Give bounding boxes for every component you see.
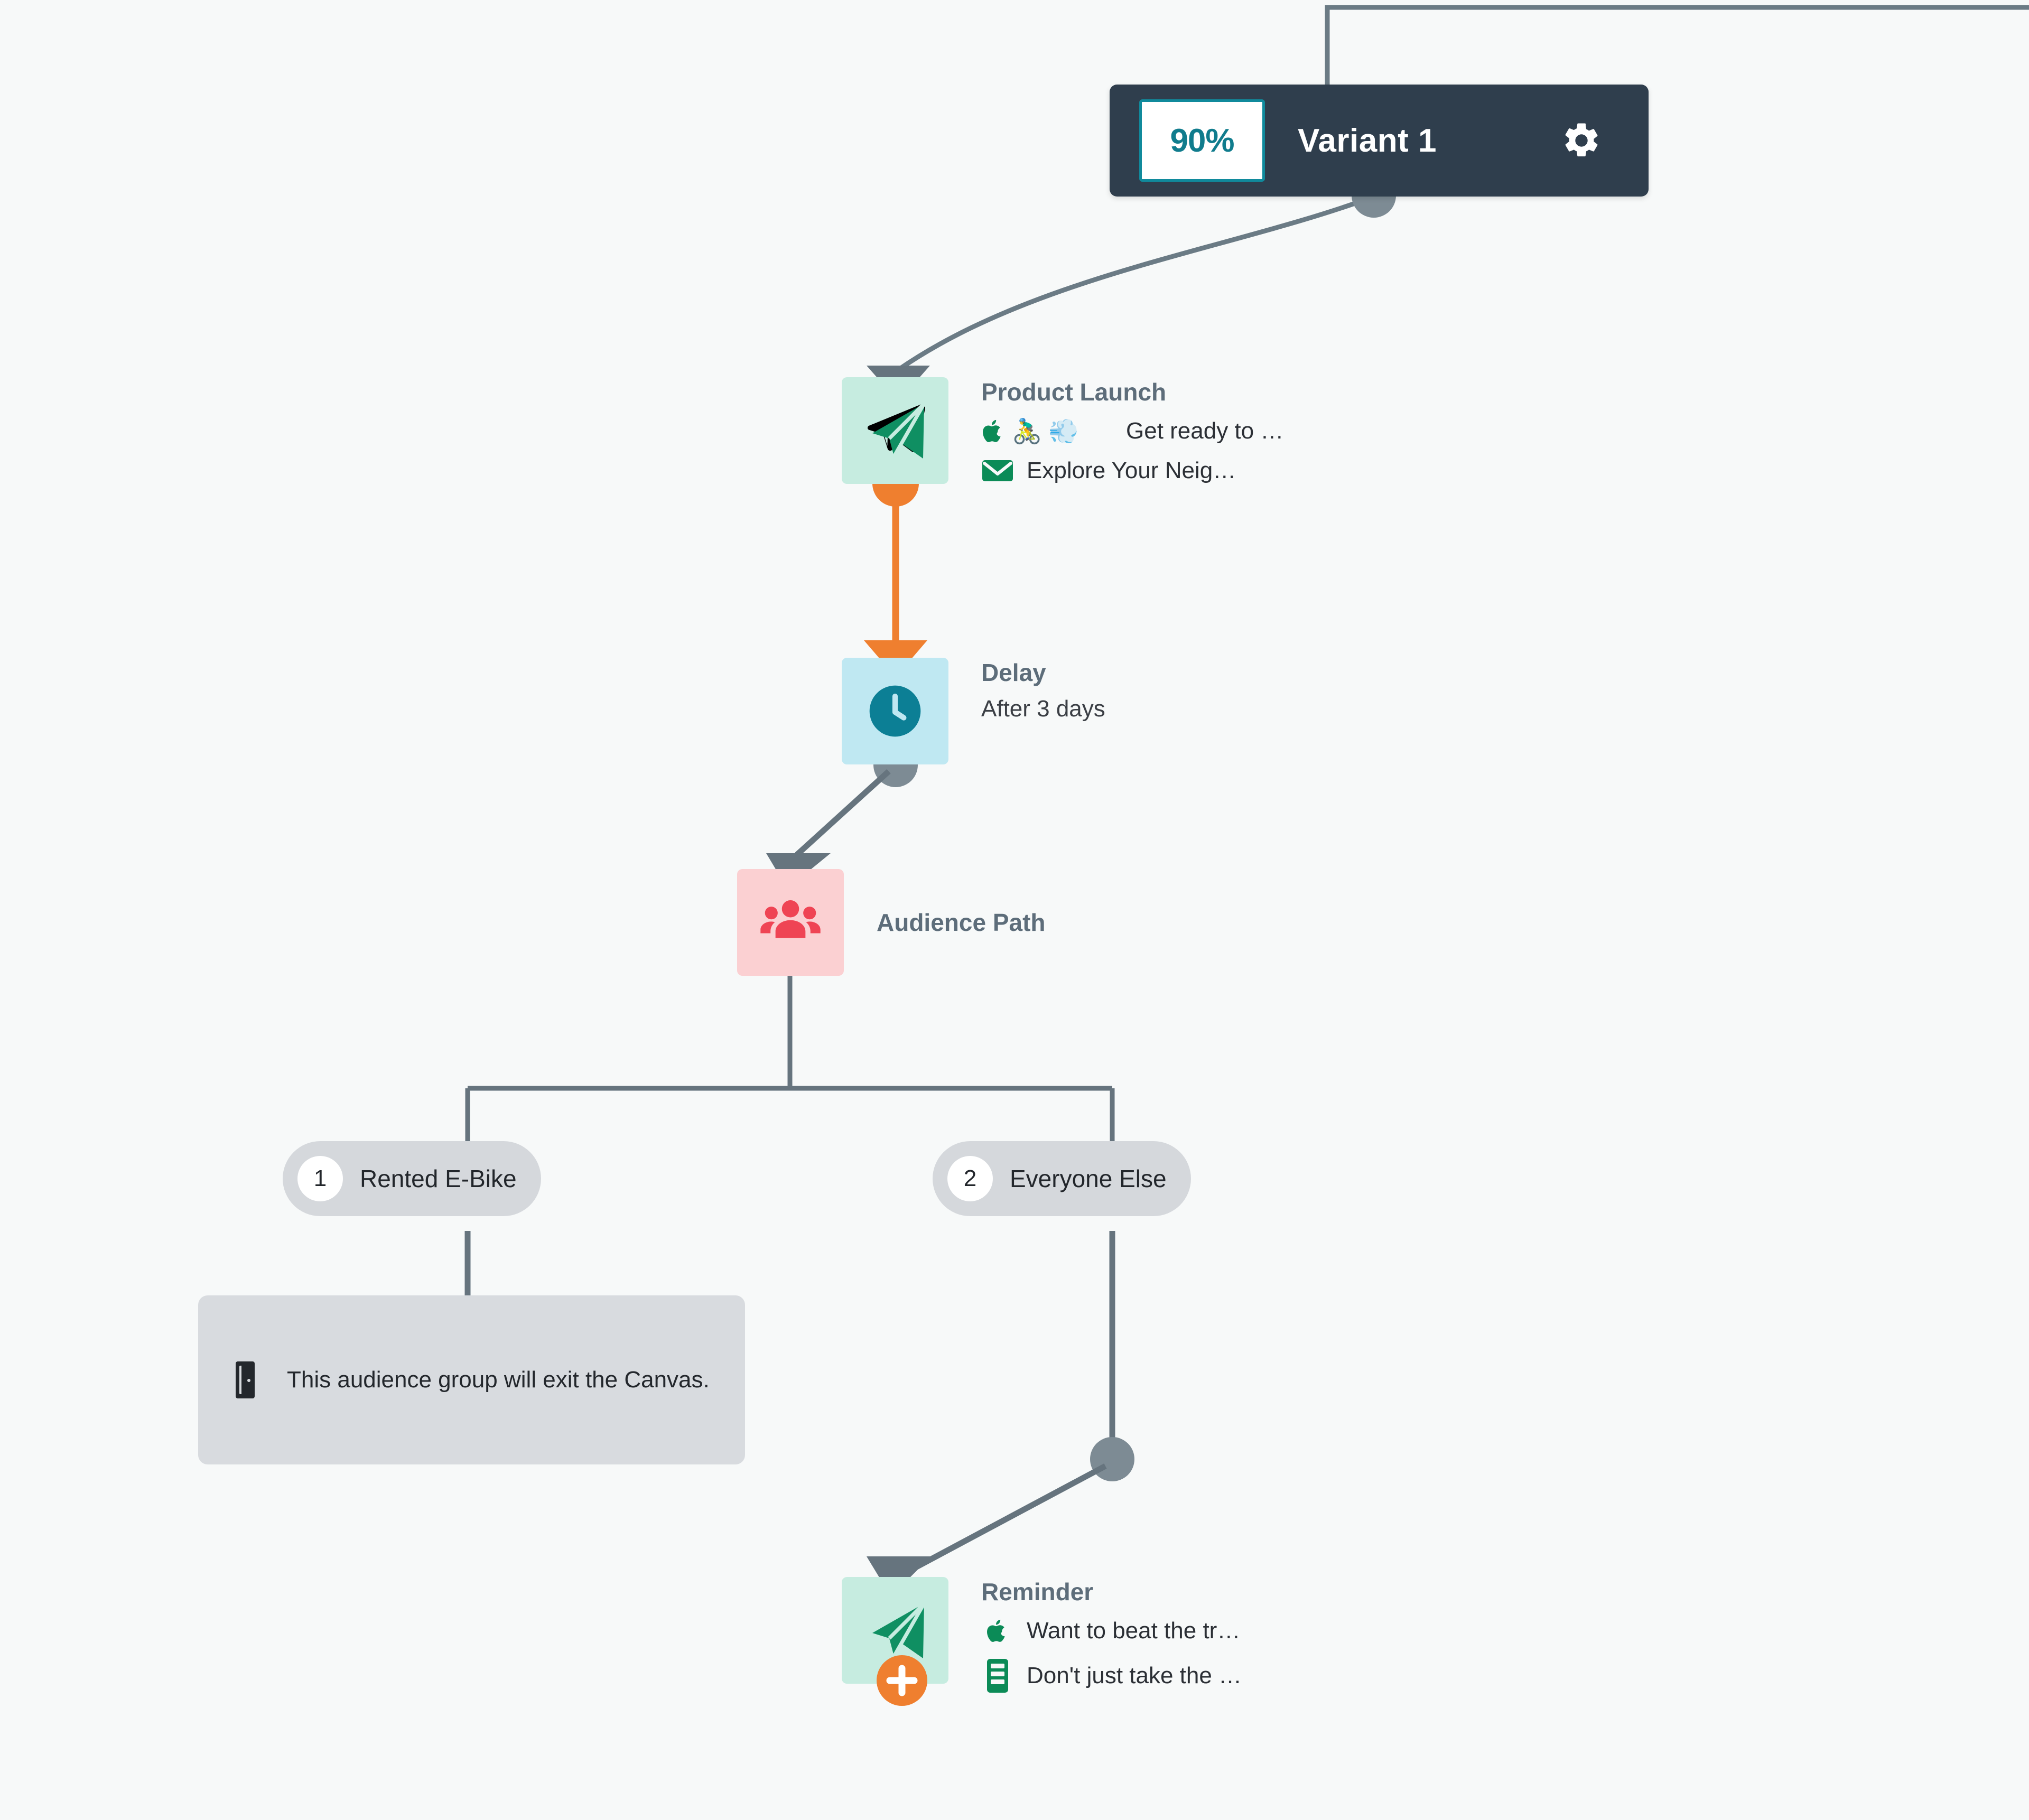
node-product-launch[interactable]: Product Launch 🚴‍♂️ 💨 Get ready to … [842,377,1283,484]
message-text: Want to beat the tr… [1027,1618,1241,1644]
apple-logo-icon [983,420,1001,443]
paper-plane-icon [872,1602,926,1658]
wire-delay-to-audience-path [795,769,891,857]
variant-header-bar[interactable]: 90% Variant 1 [1110,85,1649,197]
in-app-message-icon [981,1657,1014,1694]
variant-name-label: Variant 1 [1298,122,1437,159]
branch-label: Rented E-Bike [360,1165,517,1192]
clock-icon [869,685,921,737]
branch-label: Everyone Else [1010,1165,1167,1192]
apple-push-icon: 🚴‍♂️ 💨 [981,416,1113,446]
variant-percentage-badge[interactable]: 90% [1139,99,1265,182]
node-tile-audience-path[interactable] [737,869,844,976]
node-title: Delay [981,659,1046,686]
apple-push-icon [981,1616,1014,1646]
branch-number: 2 [947,1156,993,1201]
branch-number: 1 [297,1156,343,1201]
users-icon [760,900,821,938]
message-row[interactable]: Want to beat the tr… [981,1616,1242,1646]
node-title: Audience Path [877,908,1046,936]
apple-logo-icon [987,1620,1005,1642]
orange-plus-badge-icon [877,1655,927,1706]
message-text: Explore Your Neig… [1027,458,1236,484]
wire-branch-2-diagonal [903,1463,1107,1576]
node-subtitle: After 3 days [981,696,1105,722]
plane-glyph-shape [872,402,926,459]
message-row[interactable]: 🚴‍♂️ 💨 Get ready to … [981,416,1283,446]
node-body-reminder: Reminder Want to beat the tr… [981,1577,1242,1694]
message-row[interactable]: Don't just take the … [981,1657,1242,1694]
message-text: Get ready to … [1126,418,1284,444]
message-text: Don't just take the … [1027,1663,1242,1689]
email-icon [981,458,1014,483]
cyclist-emoji: 🚴‍♂️ [1012,417,1043,445]
node-delay[interactable]: Delay After 3 days [842,658,1105,764]
connector-dot-branch-2 [1090,1437,1134,1481]
node-body-product-launch: Product Launch 🚴‍♂️ 💨 Get ready to … [981,377,1283,484]
dash-emoji: 💨 [1048,417,1079,445]
message-row[interactable]: Explore Your Neig… [981,458,1283,484]
node-title: Product Launch [981,378,1167,406]
node-tile-product-launch[interactable] [842,377,948,484]
node-tile-reminder[interactable] [842,1577,948,1706]
node-body-delay: Delay After 3 days [981,658,1105,722]
wire-variant-to-product-launch [897,194,1375,372]
gear-icon[interactable] [1561,120,1602,161]
exit-door-icon [231,1359,266,1401]
node-reminder[interactable]: Reminder Want to beat the tr… [842,1577,1242,1706]
node-title: Reminder [981,1578,1094,1606]
branch-pill-1[interactable]: 1 Rented E-Bike [283,1141,541,1216]
node-body-audience-path: Audience Path [877,908,1046,936]
branch-pill-2[interactable]: 2 Everyone Else [933,1141,1191,1216]
node-audience-path[interactable]: Audience Path [737,869,1046,976]
wire-incoming-variant [1325,5,2029,86]
node-tile-delay[interactable] [842,658,948,764]
exit-callout: This audience group will exit the Canvas… [198,1295,745,1464]
exit-callout-text: This audience group will exit the Canvas… [287,1366,710,1393]
